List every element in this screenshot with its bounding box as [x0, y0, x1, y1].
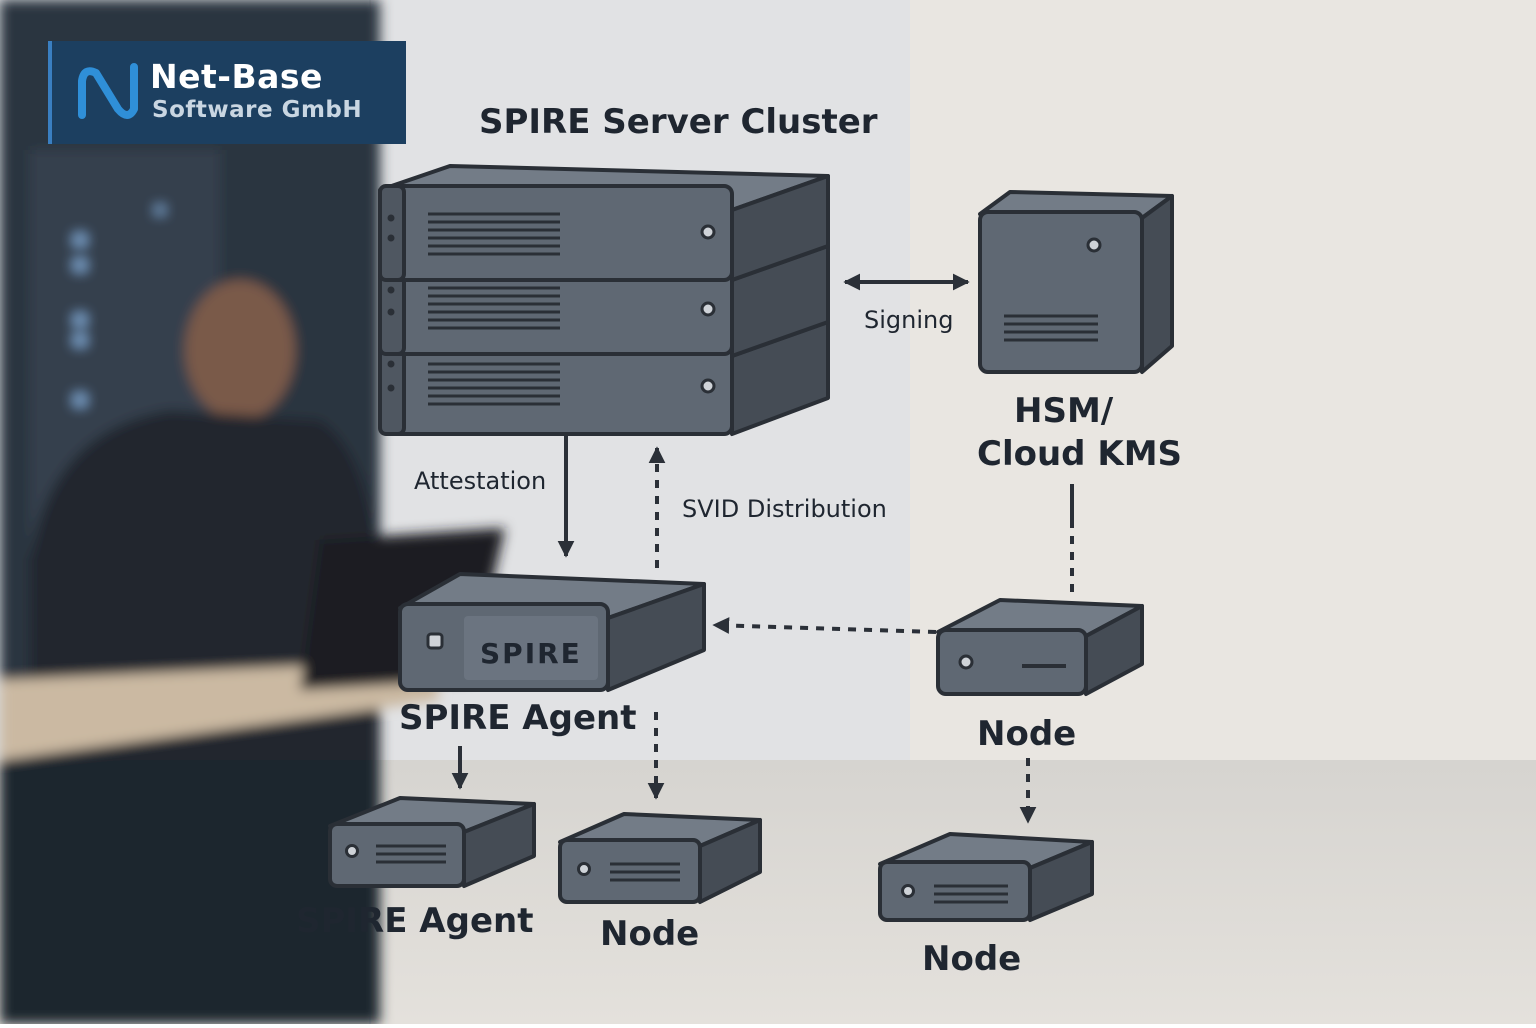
signing-label: Signing [864, 306, 953, 334]
node-middle-label: Node [600, 914, 699, 954]
node-bottom-device [878, 832, 1094, 922]
attestation-label: Attestation [414, 467, 546, 495]
node-to-agent-arrow [712, 617, 937, 634]
spire-server-cluster [378, 164, 830, 436]
logo-name-line1: Net-Base [150, 57, 323, 96]
spire-agent-device [398, 572, 706, 692]
company-logo: Net-Base Software GmbH [48, 41, 406, 144]
agent-badge-text: SPIRE [480, 637, 582, 670]
node-bottom-label: Node [922, 939, 1021, 979]
logo-name-line2: Software GmbH [152, 97, 363, 123]
arrows [451, 273, 1074, 824]
hsm-label-line2: Cloud KMS [977, 434, 1182, 474]
server-unit-1 [378, 164, 830, 282]
diagram-labels: SPIRE Server Cluster Signing HSM/ Cloud … [296, 102, 1182, 979]
node-right-device [936, 598, 1144, 696]
blurred-background-person [0, 0, 505, 1024]
spire-agent-2-device [328, 796, 536, 888]
node-right-label: Node [977, 714, 1076, 754]
hsm-device [978, 190, 1174, 374]
diagram-title: SPIRE Server Cluster [479, 102, 878, 142]
svid-distribution-label: SVID Distribution [682, 495, 887, 523]
spire-agent-label: SPIRE Agent [399, 698, 636, 738]
server-cluster-details [387, 212, 716, 406]
n-wave-logo-icon [78, 63, 138, 119]
node-middle-device [558, 812, 762, 904]
hsm-label-line1: HSM/ [1014, 391, 1114, 431]
spire-agent-2-label: SPIRE Agent [296, 901, 533, 941]
